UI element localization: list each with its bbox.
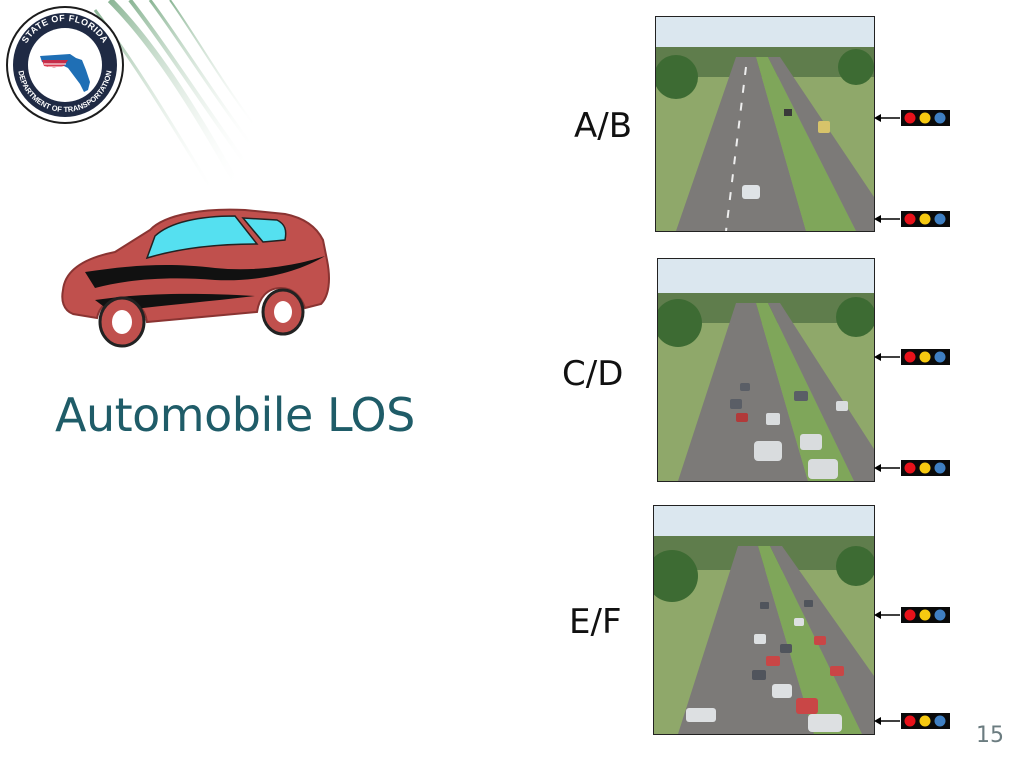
car-icon [61, 208, 330, 348]
moderate-traffic-road-photo [657, 258, 875, 482]
fdot-seal-icon: STATE OF FLORIDA DEPARTMENT OF TRANSPORT… [6, 6, 124, 124]
traffic-signal-icon [874, 211, 950, 227]
traffic-signal-icon [874, 713, 950, 729]
traffic-signal-icon [874, 349, 950, 365]
heavy-traffic-road-photo [653, 505, 875, 735]
los-label-ef: E/F [569, 602, 622, 642]
traffic-signal-icon [874, 110, 950, 126]
slide-title: Automobile LOS [55, 388, 415, 442]
traffic-signal-icon [874, 607, 950, 623]
light-traffic-road-photo [655, 16, 875, 232]
los-label-cd: C/D [562, 354, 624, 394]
traffic-signal-icon [874, 460, 950, 476]
los-label-ab: A/B [574, 106, 633, 146]
page-number: 15 [976, 723, 1004, 748]
